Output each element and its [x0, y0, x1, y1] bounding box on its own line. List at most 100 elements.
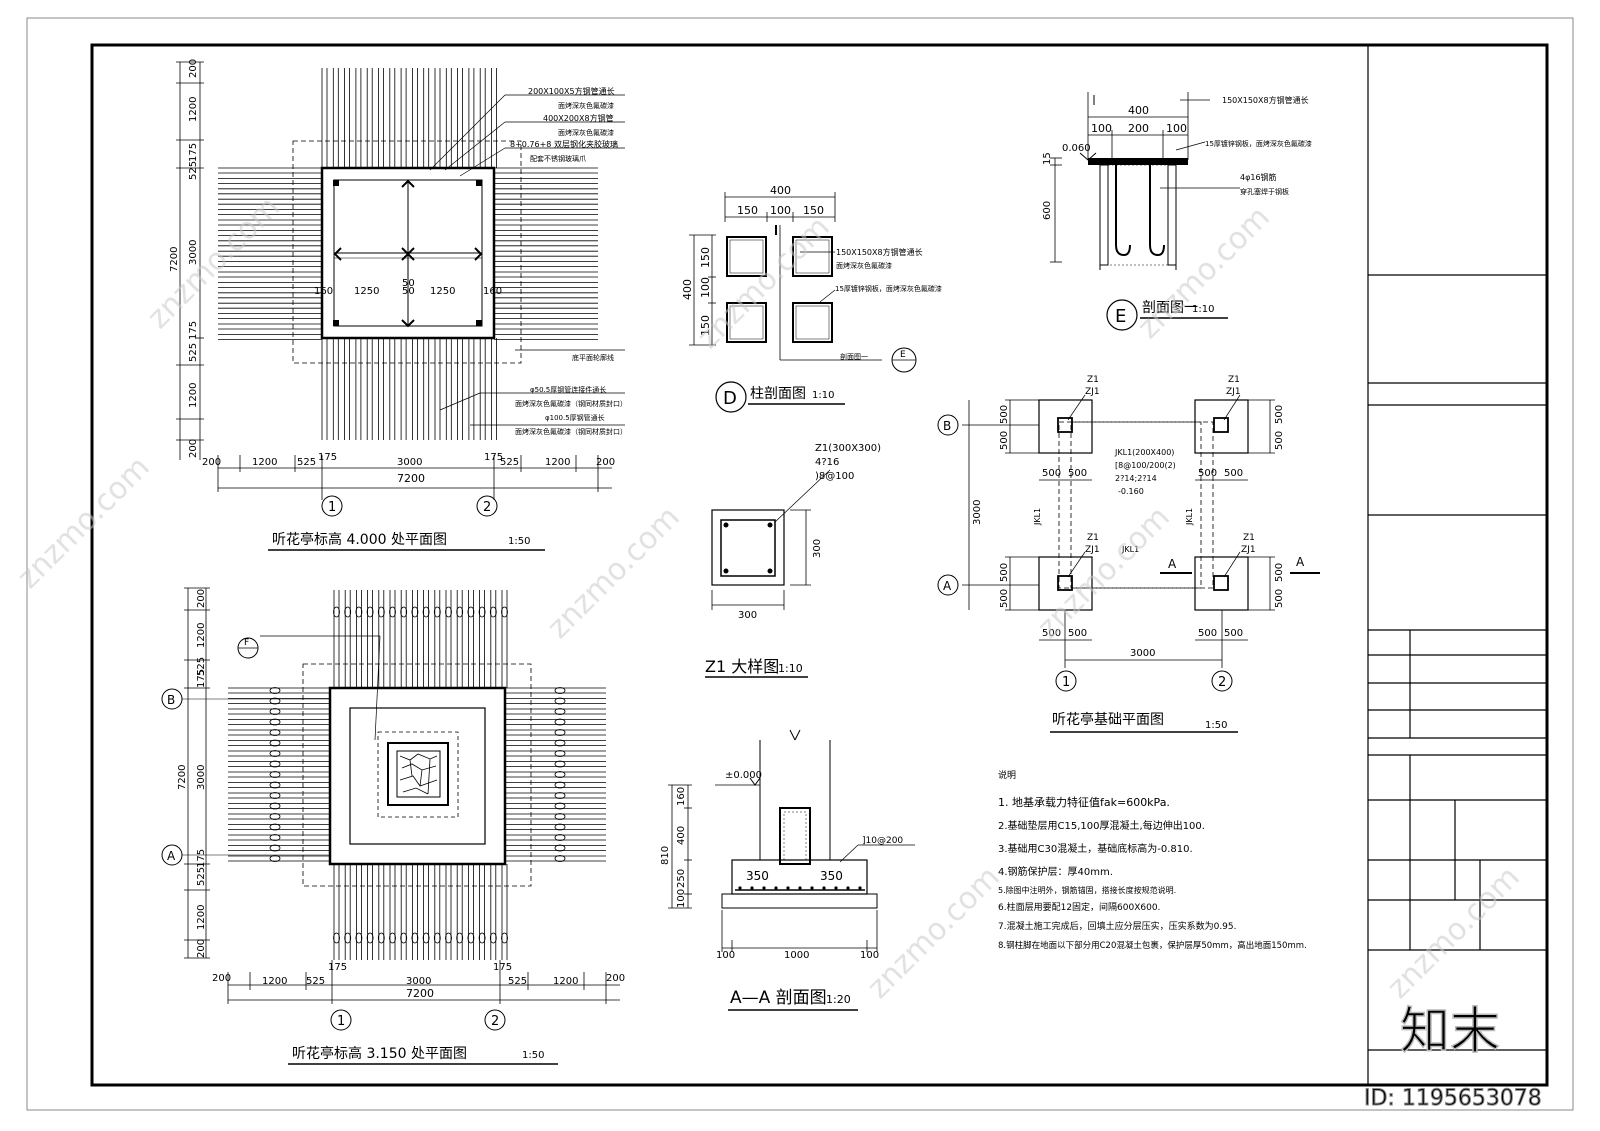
- plan-lower-callout: F: [244, 638, 249, 648]
- fp-dim-v7: 500: [1274, 563, 1285, 582]
- fp-label-z1-2: Z1: [1228, 375, 1240, 385]
- z1-note-3: )8@100: [815, 471, 854, 482]
- plan-lower-title: 听花亭标高 3.150 处平面图: [292, 1045, 467, 1062]
- aa-bottom-dim-1: 100: [716, 950, 735, 961]
- plan-lower-left-dim-3: 175: [196, 669, 207, 688]
- plan-upper-note-6: 配套不锈钢玻璃爪: [530, 154, 586, 163]
- column-section-d: 400 150 100 150 400 150 100 150 150X150X…: [681, 184, 942, 413]
- fp-beam-note-3: 2?14;2?14: [1115, 474, 1157, 483]
- aa-width-1: 350: [746, 869, 769, 883]
- plan-upper-vertical-slats: [321, 68, 497, 440]
- sec-e-scale: 1:10: [1192, 304, 1214, 315]
- plan-upper-axis-2: 2: [483, 500, 491, 515]
- sec-e-top-dim-1: 400: [1128, 104, 1149, 117]
- plan-upper-pipe-note-3: φ100.5厚钢管通长: [545, 413, 605, 422]
- sec-e-top-dim-3: 200: [1128, 122, 1149, 135]
- z1-dim-h: 300: [812, 539, 823, 558]
- watermark-site-6: znzmo.com: [861, 860, 1007, 1006]
- col-sec-top-dim-4: 150: [803, 204, 824, 217]
- fp-dim-v5: 500: [1274, 405, 1285, 424]
- aa-side-dim-4: 250: [676, 869, 687, 888]
- plan-lower-bottom-dim-2: 1200: [262, 976, 287, 987]
- plan-lower-overall-dim: 7200: [406, 987, 434, 1000]
- aa-scale: 1:20: [826, 993, 851, 1006]
- fp-row-axis-b: B: [943, 419, 951, 433]
- plan-upper-left-dim-2: 1200: [188, 97, 199, 122]
- fp-dim-v4: 500: [999, 589, 1010, 608]
- fp-beam-3: JKL1: [1121, 545, 1139, 554]
- sec-e-side-dim-2: 600: [1042, 201, 1053, 220]
- plan-upper-left-dim-7: 525: [188, 343, 199, 362]
- plan-upper-note-4: 面烤深灰色氟碳漆: [558, 128, 614, 137]
- plan-upper-left-dim-10: 200: [188, 439, 199, 458]
- plan-upper-left-dim-5: 7200: [169, 247, 180, 272]
- sec-e-top-dim-4: 100: [1166, 122, 1187, 135]
- plan-lower-bottom-dim-7: 525: [508, 976, 527, 987]
- col-sec-note-2: 面烤深灰色氟碳漆: [836, 261, 892, 270]
- plan-lower-axis-2: 2: [491, 1014, 499, 1029]
- fp-dim-h2: 500: [1068, 468, 1087, 479]
- notes-item-4: 4.钢筋保护层：厚40mm.: [998, 865, 1113, 878]
- col-sec-side-dim-3: 100: [699, 277, 712, 298]
- notes-item-1: 1. 地基承载力特征值fak=600kPa.: [998, 795, 1170, 809]
- col-sec-side-dim-2: 150: [699, 247, 712, 268]
- sec-e-title: 剖面图一: [1142, 300, 1198, 316]
- plan-lower-left-dim-1: 200: [196, 589, 207, 608]
- aa-side-dim-1: 810: [660, 846, 671, 865]
- plan-upper-outline-note: 底平面轮廓线: [572, 353, 614, 362]
- fp-dim-h4: 500: [1224, 468, 1243, 479]
- col-sec-side-dim-1: 400: [681, 279, 694, 300]
- fp-beam-1: JKL1: [1033, 508, 1042, 526]
- z1-scale: 1:10: [778, 662, 803, 675]
- general-notes: 说明 1. 地基承载力特征值fak=600kPa. 2.基础垫层用C15,100…: [998, 769, 1307, 951]
- plan-lower-bottom-dim-3: 525: [306, 976, 325, 987]
- fp-dim-h-3000: 3000: [1130, 648, 1155, 659]
- plan-lower-frame: [328, 686, 507, 866]
- z1-note-1: Z1(300X300): [815, 443, 881, 454]
- plan-upper-left-dim-4: 525: [188, 161, 199, 180]
- plan-upper-inner-dim-1: 160: [314, 286, 333, 297]
- plan-upper-left-dim-9: 1200: [188, 383, 199, 408]
- col-sec-ref: 剖面图一: [840, 352, 868, 361]
- fp-dim-h6: 500: [1068, 628, 1087, 639]
- watermark-site-7: znzmo.com: [1381, 860, 1527, 1006]
- fp-label-z1-1: Z1: [1087, 375, 1099, 385]
- foundation-plan: Z1 ZJ1 Z1 ZJ1 Z1 ZJ1 Z1 ZJ1 JKL1(200X400…: [937, 375, 1320, 733]
- col-sec-scale: 1:10: [812, 390, 834, 401]
- col-sec-ref-label: E: [900, 350, 906, 360]
- fp-dim-h7: 500: [1198, 628, 1217, 639]
- fp-dim-h3: 500: [1198, 468, 1217, 479]
- plan-lower-left-dim-8: 525: [196, 867, 207, 886]
- plan-upper-outline: [292, 140, 522, 364]
- fp-beam-note-4: -0.160: [1118, 487, 1144, 496]
- section-e: 400 100 200 100 0.060 15 600 150X150X8方钢…: [1042, 92, 1312, 331]
- col-sec-note-1: 150X150X8方钢管通长: [836, 247, 923, 257]
- sec-e-note-1: 150X150X8方钢管通长: [1222, 95, 1309, 105]
- fp-dim-v1: 500: [999, 405, 1010, 424]
- plan-lower-vertical-slats: [333, 590, 508, 960]
- plan-upper-title: 听花亭标高 4.000 处平面图: [272, 531, 447, 548]
- plan-lower-bottom-dim-5: 3000: [406, 976, 431, 987]
- plan-upper-horizontal-slats: [218, 167, 598, 340]
- plan-upper-bottom-dim-9: 200: [596, 457, 615, 468]
- plan-upper-left-dim-6: 3000: [188, 240, 199, 265]
- plan-upper-bottom-dim-5: 3000: [397, 457, 422, 468]
- fp-section-mark-2: A: [1296, 555, 1305, 569]
- notes-item-3: 3.基础用C30混凝土，基础底标高为-0.810.: [998, 842, 1193, 855]
- plan-upper-scale: 1:50: [508, 536, 530, 547]
- plan-lower-left-dim-5: 7200: [177, 765, 188, 790]
- z1-note-2: 4?16: [815, 457, 839, 468]
- watermark-site-5: znzmo.com: [11, 450, 157, 596]
- fp-dim-vert-3000: 3000: [972, 500, 983, 525]
- plan-upper-inner-dim-4: 1250: [430, 286, 455, 297]
- sheet-outer-border: [26, 17, 1574, 1111]
- plan-upper-pipe-note-2: 面烤深灰色氟碳漆（钢同材质封口）: [515, 399, 627, 408]
- plan-lower-left-dim-6: 3000: [196, 765, 207, 790]
- plan-upper-axis-1: 1: [328, 500, 336, 515]
- col-sec-top-dim-3: 100: [770, 204, 791, 217]
- sec-e-note-2: 15厚镀锌钢板，面烤深灰色氟碳漆: [1205, 139, 1312, 148]
- col-sec-top-dim-1: 400: [770, 184, 791, 197]
- watermark-site-8: znzmo.com: [1031, 500, 1177, 646]
- col-sec-label: D: [723, 388, 737, 409]
